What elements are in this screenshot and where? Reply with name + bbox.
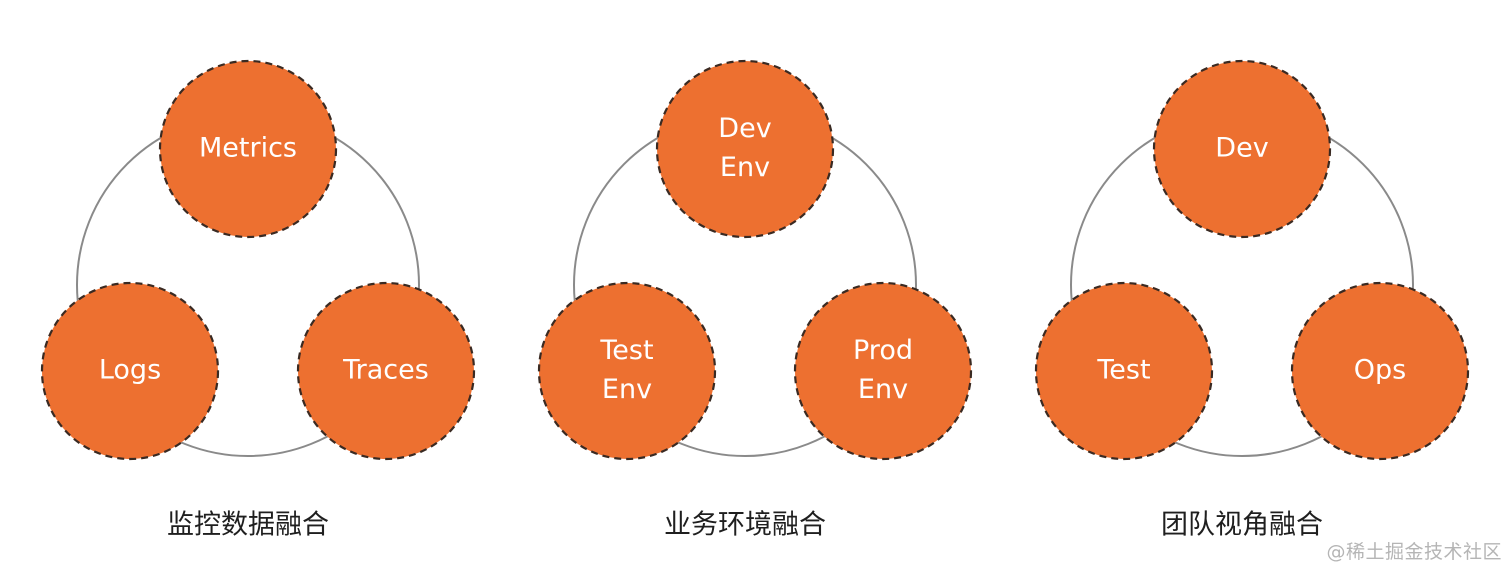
- node-circle: [158, 59, 338, 239]
- node-label: Env: [602, 374, 652, 405]
- node-circle: [1034, 281, 1214, 461]
- node-right: Ops: [1290, 281, 1470, 461]
- node-label: Test: [1096, 355, 1150, 386]
- node-label: Env: [858, 374, 908, 405]
- node-label: Ops: [1354, 355, 1406, 386]
- node-right: Traces: [296, 281, 476, 461]
- node-label: Test: [599, 335, 653, 366]
- node-label: Dev: [1215, 133, 1268, 164]
- group-caption: 业务环境融合: [664, 510, 826, 541]
- group-caption: 监控数据融合: [167, 510, 329, 541]
- node-circle: [1290, 281, 1470, 461]
- node-label: Env: [720, 152, 770, 183]
- node-circle: [793, 281, 973, 461]
- node-top: Metrics: [158, 59, 338, 239]
- node-circle: [40, 281, 220, 461]
- node-left: Logs: [40, 281, 220, 461]
- node-circle: [1152, 59, 1332, 239]
- node-circle: [655, 59, 835, 239]
- node-label: Logs: [99, 355, 161, 386]
- node-circle: [296, 281, 476, 461]
- node-label: Dev: [718, 113, 771, 144]
- node-left: Test: [1034, 281, 1214, 461]
- node-label: Prod: [853, 335, 913, 366]
- node-label: Traces: [342, 355, 429, 386]
- node-label: Metrics: [199, 133, 297, 164]
- group-caption: 团队视角融合: [1161, 510, 1323, 541]
- node-circle: [537, 281, 717, 461]
- watermark-text: @稀土掘金技术社区: [1326, 541, 1502, 563]
- node-top: Dev: [1152, 59, 1332, 239]
